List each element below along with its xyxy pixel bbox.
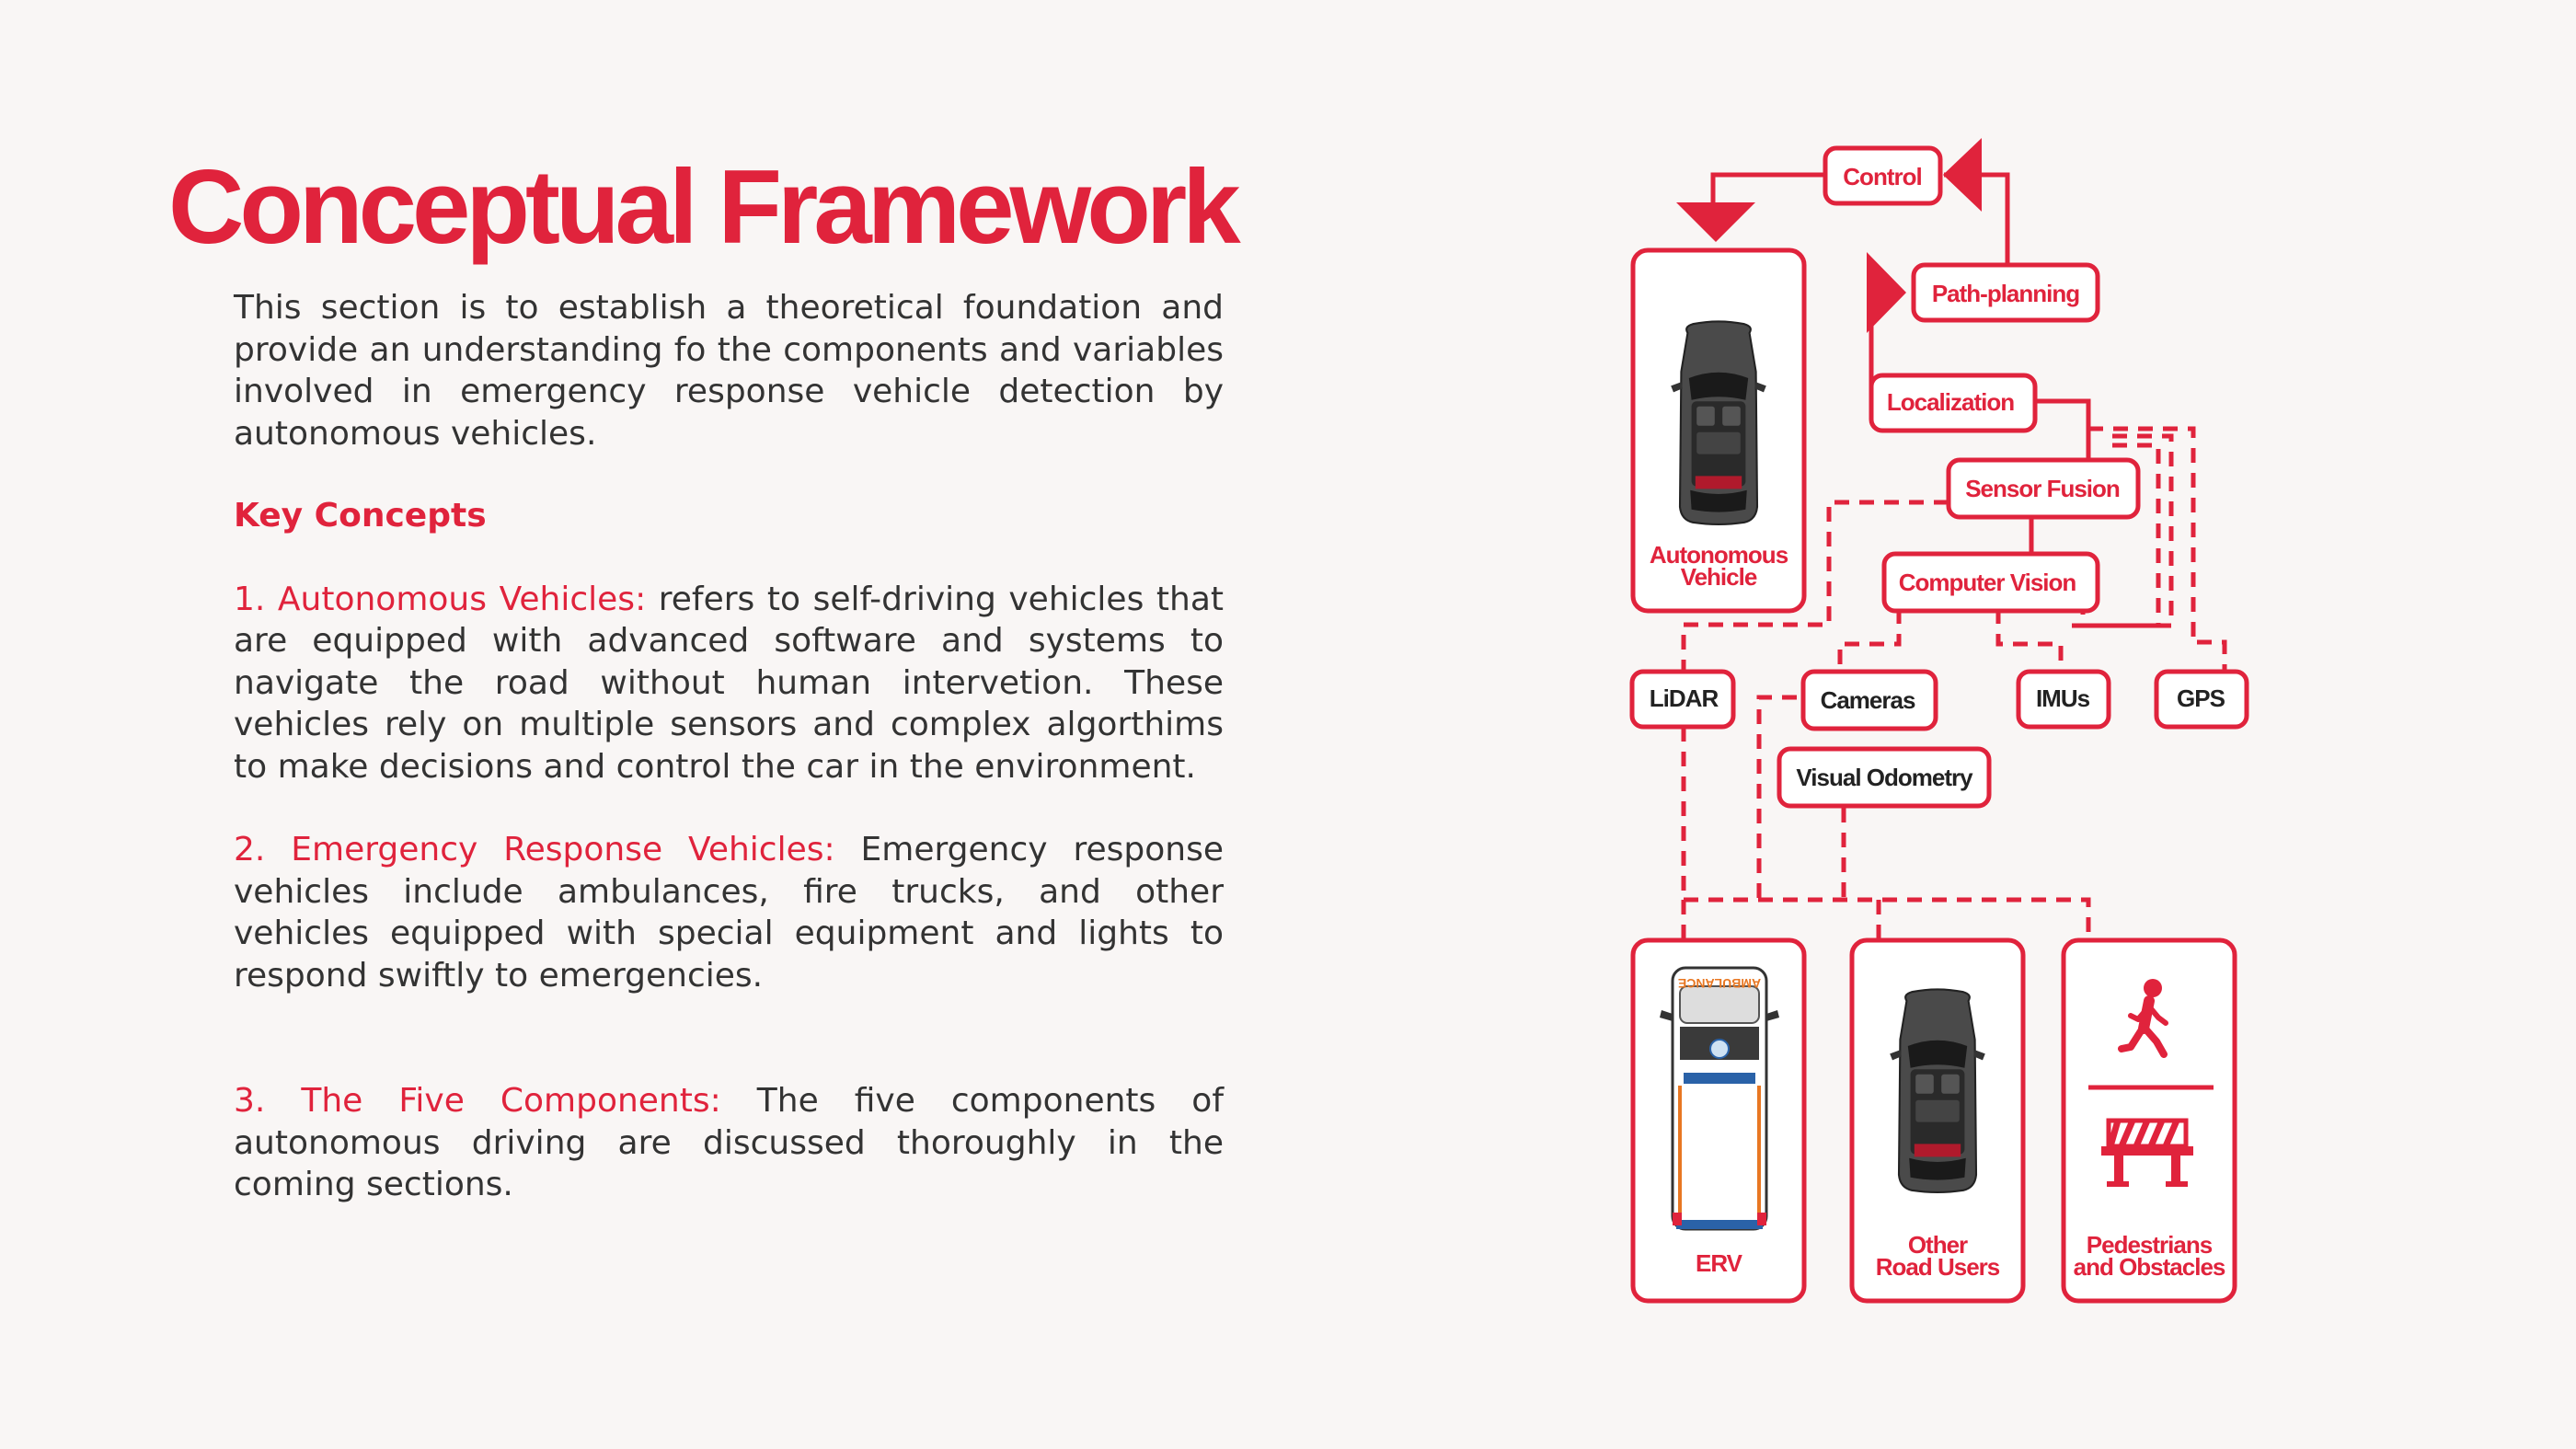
node-label: Cameras bbox=[1821, 686, 1915, 714]
intro-paragraph: This section is to establish a theoretic… bbox=[234, 289, 1224, 453]
solid-connectors bbox=[1676, 138, 2091, 556]
concept-label: 2. Emergency Response Vehicles: bbox=[234, 831, 835, 868]
node-label: LiDAR bbox=[1650, 684, 1719, 712]
card-label: Vehicle bbox=[1681, 563, 1757, 591]
arrow-left-icon bbox=[1943, 138, 1982, 212]
concept-emergency-response-vehicles: 2. Emergency Response Vehicles: Emergenc… bbox=[234, 829, 1224, 996]
node-computer-vision: Computer Vision bbox=[1881, 551, 2100, 614]
node-label: Sensor Fusion bbox=[1965, 475, 2120, 502]
node-sensor-fusion: Sensor Fusion bbox=[1946, 457, 2141, 520]
node-label: IMUs bbox=[2036, 684, 2090, 712]
concept-autonomous-vehicles: 1. Autonomous Vehicles: refers to self-d… bbox=[234, 579, 1224, 788]
concept-text: The five components of autonomous drivin… bbox=[234, 1082, 1224, 1203]
card-label: and Obstacles bbox=[2074, 1253, 2225, 1281]
card-label: Autonomous bbox=[1650, 541, 1788, 569]
pedestrian-icon bbox=[2118, 979, 2168, 1058]
concept-label: 1. Autonomous Vehicles: bbox=[234, 580, 647, 618]
card-label: Other bbox=[1908, 1231, 1968, 1259]
ambulance-icon: AMBULANCE bbox=[1660, 966, 1779, 1231]
node-localization: Localization bbox=[1869, 373, 2038, 433]
node-label: Localization bbox=[1887, 388, 2014, 416]
node-imus: IMUs bbox=[2016, 669, 2111, 730]
node-label: Control bbox=[1843, 163, 1921, 190]
concept-text: Emergency response vehicles include ambu… bbox=[234, 831, 1225, 995]
card-other-road-users: Other Road Users bbox=[1849, 937, 2026, 1304]
node-label: GPS bbox=[2177, 684, 2225, 712]
card-label: ERV bbox=[1696, 1249, 1743, 1277]
arrow-down-icon bbox=[1676, 202, 1755, 242]
node-lidar: LiDAR bbox=[1629, 669, 1736, 730]
arrow-right-icon bbox=[1867, 252, 1906, 333]
key-concepts-heading: Key Concepts bbox=[234, 497, 487, 535]
concept-five-components: 3. The Five Components: The five compone… bbox=[234, 1080, 1224, 1206]
card-erv: AMBULANCE ERV bbox=[1630, 937, 1807, 1304]
node-path-planning: Path-planning bbox=[1911, 262, 2100, 323]
node-cameras: Cameras bbox=[1800, 669, 1938, 731]
page-title: Conceptual Framework bbox=[168, 149, 1241, 266]
concept-label: 3. The Five Components: bbox=[234, 1082, 721, 1120]
card-label: Pedestrians bbox=[2087, 1231, 2213, 1259]
node-control: Control bbox=[1823, 145, 1943, 206]
car-icon bbox=[1670, 320, 1767, 525]
barrier-icon bbox=[2101, 1118, 2193, 1187]
card-pedestrians-obstacles: Pedestrians and Obstacles bbox=[2061, 937, 2237, 1304]
body-text: This section is to establish a theoretic… bbox=[234, 287, 1224, 1206]
node-visual-odometry: Visual Odometry bbox=[1777, 746, 1992, 809]
node-label: Path-planning bbox=[1932, 280, 2079, 307]
node-label: Computer Vision bbox=[1899, 569, 2076, 596]
ambulance-text: AMBULANCE bbox=[1678, 976, 1761, 991]
card-label: Road Users bbox=[1876, 1253, 2000, 1281]
car-icon bbox=[1889, 988, 1986, 1193]
node-gps: GPS bbox=[2154, 669, 2249, 730]
dashed-connectors bbox=[1681, 426, 2227, 940]
card-autonomous-vehicle: Autonomous Vehicle bbox=[1630, 247, 1807, 614]
concept-text: refers to self-driving vehicles that are… bbox=[234, 580, 1225, 786]
node-label: Visual Odometry bbox=[1796, 764, 1973, 791]
